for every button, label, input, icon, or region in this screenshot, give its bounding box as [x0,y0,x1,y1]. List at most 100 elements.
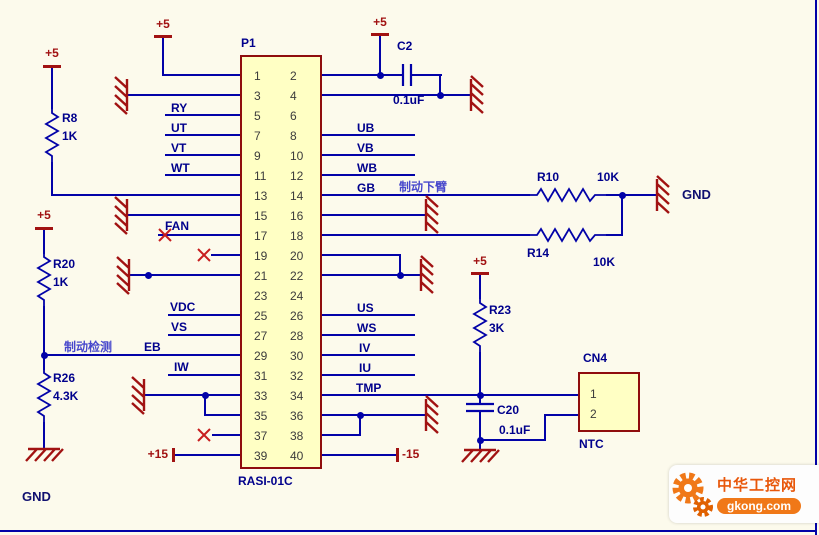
p1-pin-number: 11 [254,169,267,183]
p1-pin-number: 34 [290,389,304,403]
p1-pin-number: 26 [290,309,304,323]
p1-pin-number: 24 [290,289,304,303]
net-label-vs: VS [171,320,188,334]
power-label-plus5: +5 [37,208,51,222]
p1-pin-number: 3 [254,89,261,103]
net-label-gb: GB [357,181,375,195]
wire-segment [165,114,240,116]
p1-pin-row: 25 26 [242,306,320,326]
wire-segment [322,334,415,336]
net-label-vt: VT [171,141,187,155]
p1-pin-number: 30 [290,349,304,363]
no-connect-x-icon [158,228,172,242]
net-label-vdc: VDC [170,300,196,314]
r8-value: 1K [62,129,78,143]
wire-segment [480,439,546,441]
wire-segment [544,414,546,441]
wire-segment [399,254,401,276]
p1-pin-number: 22 [290,269,304,283]
wire-segment [322,194,530,196]
p1-pin-number: 19 [254,249,268,263]
p1-pin-number: 6 [290,109,297,123]
wire-segment [43,229,45,254]
p1-pin-number: 23 [254,289,268,303]
wire-segment [606,194,656,196]
net-label-wb: WB [357,161,377,175]
wire-segment [322,434,360,436]
p1-pin-row: 11 12 [242,166,320,186]
gear-logo-icon [672,472,713,517]
power-rail-bar [172,448,175,462]
junction-dot [376,71,384,79]
wire-segment [479,394,481,405]
p1-pin-number: 12 [290,169,304,183]
ground-symbol [655,175,670,214]
annotation-brake-detection: 制动检测 [64,340,113,354]
wire-segment [52,194,240,196]
net-label-ws: WS [357,321,377,335]
p1-pin-number: 14 [290,189,304,203]
c20-ref: C20 [497,403,520,417]
wire-segment [43,306,45,370]
wire-segment [162,36,164,76]
ground-symbol [114,76,129,115]
net-label-fan: FAN [165,219,189,233]
wire-segment [204,394,206,416]
wire-segment [322,214,425,216]
wire-segment [322,314,415,316]
net-label-ut: UT [171,121,187,135]
wire-segment [322,234,530,236]
wire-segment [322,134,415,136]
p1-pin-number: 40 [290,449,304,463]
power-label-minus15: -15 [402,447,420,461]
no-connect-x-icon [197,428,211,442]
wire-segment [165,154,240,156]
wire-segment [322,414,425,416]
no-connect-x-icon [197,248,211,262]
ground-symbol [461,448,500,463]
wire-segment [130,274,240,276]
p1-pin-number: 36 [290,409,304,423]
r10-ref: R10 [537,170,560,184]
wire-segment [168,314,240,316]
p1-pin-number: 15 [254,209,268,223]
p1-pin-number: 25 [254,309,268,323]
p1-pin-number: 8 [290,129,297,143]
wire-segment [51,162,53,196]
wire-segment [205,414,240,416]
net-label-iw: IW [174,360,189,374]
wire-segment [479,352,481,395]
cn4-pin-number: 1 [590,387,597,401]
power-label-plus5: +5 [373,15,387,29]
wire-segment [606,234,623,236]
wire-segment [212,434,240,436]
wire-segment [322,154,415,156]
p1-pin-number: 2 [290,69,297,83]
wire-segment [211,254,240,256]
p1-pin-number: 16 [290,209,304,223]
c20-value: 0.1uF [499,423,531,437]
wire-segment [322,374,415,376]
r20-value: 1K [53,275,69,289]
wire-segment [621,194,623,236]
power-label-plus5: +5 [45,46,59,60]
wire-segment [379,35,381,76]
net-label-ry: RY [171,101,188,115]
wire-segment [322,354,415,356]
net-label-eb: EB [144,340,161,354]
p1-pin-number: 21 [254,269,268,283]
r23-value: 3K [489,321,505,335]
wire-segment [322,254,400,256]
wire-segment [51,67,53,109]
power-rail-bar [371,33,389,36]
power-label-plus5: +5 [473,254,487,268]
